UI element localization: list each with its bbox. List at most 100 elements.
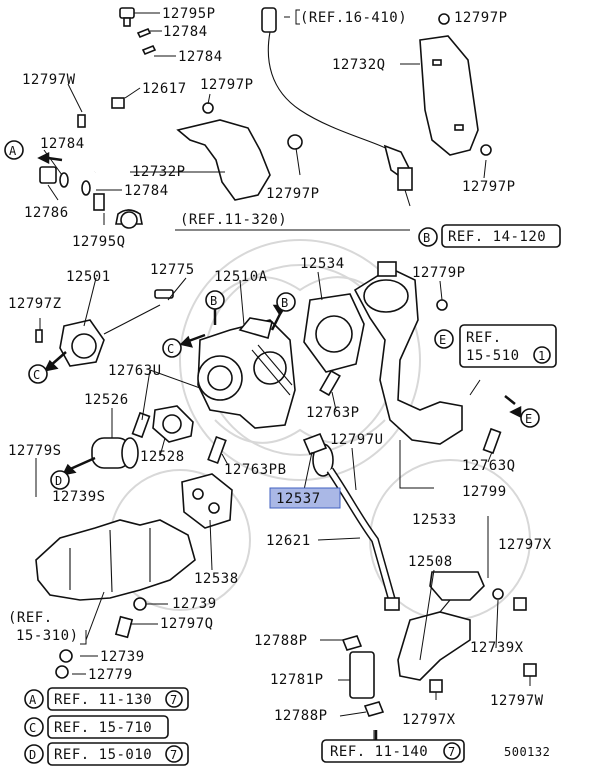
label-12763u: 12763U [108, 363, 162, 379]
svg-text:REF. 15-010: REF. 15-010 [54, 747, 152, 763]
label-12763p: 12763P [306, 405, 360, 421]
label-12799: 12799 [462, 484, 507, 500]
label-12786: 12786 [24, 205, 69, 221]
elbow-12526 [91, 437, 139, 469]
label-12732p: 12732P [132, 164, 186, 180]
label-12797w-b: 12797W [490, 693, 544, 709]
label-12797p-b: 12797P [266, 186, 320, 202]
label-12739-a: 12739 [172, 596, 217, 612]
label-12763q: 12763Q [462, 458, 516, 474]
label-12763pb: 12763PB [224, 462, 287, 478]
label-12739-b: 12739 [100, 649, 145, 665]
label-12779: 12779 [88, 667, 133, 683]
svg-text:REF. 15-710: REF. 15-710 [54, 720, 152, 736]
part-labels: 12795P 12784 12784 12797W 12617 12797P 1… [8, 6, 552, 728]
wastegate-actuator [35, 289, 174, 367]
connector-c-1: C [167, 342, 175, 356]
label-12739s: 12739S [52, 489, 106, 505]
label-12781p: 12781P [270, 672, 324, 688]
label-12797w-a: 12797W [22, 72, 76, 88]
ref-box-11-130[interactable]: A REF. 11-130 7 [24, 687, 189, 711]
ref-box-11-140[interactable]: REF. 11-140 7 [321, 739, 465, 763]
label-12779s: 12779S [8, 443, 62, 459]
highlighted-part-box [269, 487, 341, 509]
svg-text:A: A [29, 693, 37, 707]
svg-text:REF.: REF. [466, 330, 502, 346]
ref-box-15-510[interactable]: E REF. 15-510 1 [434, 324, 557, 368]
label-12533: 12533 [412, 512, 457, 528]
svg-text:7: 7 [448, 745, 456, 759]
document-number: 500132 [504, 745, 550, 759]
label-12621: 12621 [266, 533, 311, 549]
label-12784-d: 12784 [124, 183, 169, 199]
label-ref-16-410: (REF.16-410) [300, 10, 407, 26]
svg-text:1: 1 [538, 349, 546, 363]
label-12797u: 12797U [330, 432, 384, 448]
heat-shield-12732p [176, 119, 271, 201]
svg-text:REF. 11-130: REF. 11-130 [54, 692, 152, 708]
label-12508: 12508 [408, 554, 453, 570]
svg-text:E: E [439, 333, 447, 347]
label-12784-c: 12784 [40, 136, 85, 152]
gasket-12538 [181, 473, 233, 529]
label-12795q: 12795Q [72, 234, 126, 250]
label-12779p: 12779P [412, 265, 466, 281]
svg-text:REF. 11-140: REF. 11-140 [330, 744, 428, 760]
heat-shield-12732q [419, 35, 479, 156]
connector-b-2: B [281, 296, 289, 310]
svg-text:7: 7 [170, 748, 178, 762]
connector-e-1: E [525, 412, 533, 426]
label-ref-15-310-line1: (REF. [8, 610, 53, 626]
label-12739x: 12739X [470, 640, 524, 656]
label-12510a: 12510A [214, 269, 268, 285]
label-12784-a: 12784 [163, 24, 208, 40]
label-12795p: 12795P [162, 6, 216, 22]
connector-b-1: B [210, 294, 218, 308]
bracket-12508 [397, 571, 537, 693]
label-12537-highlighted: 12537 [276, 491, 321, 507]
label-12784-b: 12784 [178, 49, 223, 65]
svg-text:7: 7 [170, 693, 178, 707]
turbocharger-12510a [197, 317, 296, 429]
turbo-outlet-elbow-12533 [353, 261, 463, 445]
o2-sensor-harness [261, 7, 413, 207]
ref-box-15-010[interactable]: D REF. 15-010 7 [24, 742, 189, 766]
label-12788p-b: 12788P [274, 708, 328, 724]
svg-text:15-510: 15-510 [466, 348, 520, 364]
label-12797p-d: 12797P [462, 179, 516, 195]
label-12788p-a: 12788P [254, 633, 308, 649]
ref-box-14-120[interactable]: B REF. 14-120 [418, 224, 561, 248]
label-12538: 12538 [194, 571, 239, 587]
label-12797z: 12797Z [8, 296, 62, 312]
svg-text:C: C [29, 721, 37, 735]
label-12797x-a: 12797X [498, 537, 552, 553]
connector-c-2: C [33, 368, 41, 382]
label-12617: 12617 [142, 81, 187, 97]
label-ref-11-320: (REF.11-320) [180, 212, 287, 228]
exhaust-manifold [35, 519, 196, 601]
label-12534: 12534 [300, 256, 345, 272]
svg-text:REF. 14-120: REF. 14-120 [448, 229, 546, 245]
label-12501: 12501 [66, 269, 111, 285]
label-12775: 12775 [150, 262, 195, 278]
label-12797p-a: 12797P [200, 77, 254, 93]
label-12797q: 12797Q [160, 616, 214, 632]
label-12732q: 12732Q [332, 57, 386, 73]
leader-lines [35, 12, 531, 746]
svg-text:D: D [29, 748, 37, 762]
ref-box-15-710[interactable]: C REF. 15-710 [24, 715, 169, 739]
oil-feed-pipe-group [39, 7, 157, 229]
connector-d: D [55, 474, 63, 488]
oil-return-pipe-12621 [302, 432, 400, 611]
label-12526: 12526 [84, 392, 129, 408]
label-12797x-b: 12797X [402, 712, 456, 728]
label-12528: 12528 [140, 449, 185, 465]
label-ref-15-310-line2: 15-310) [16, 628, 79, 644]
svg-text:B: B [423, 231, 431, 245]
hose-12781p [349, 651, 375, 699]
connector-a: A [9, 144, 17, 158]
connector-circles: A B B C C D E [4, 140, 540, 490]
label-12797p-c: 12797P [454, 10, 508, 26]
